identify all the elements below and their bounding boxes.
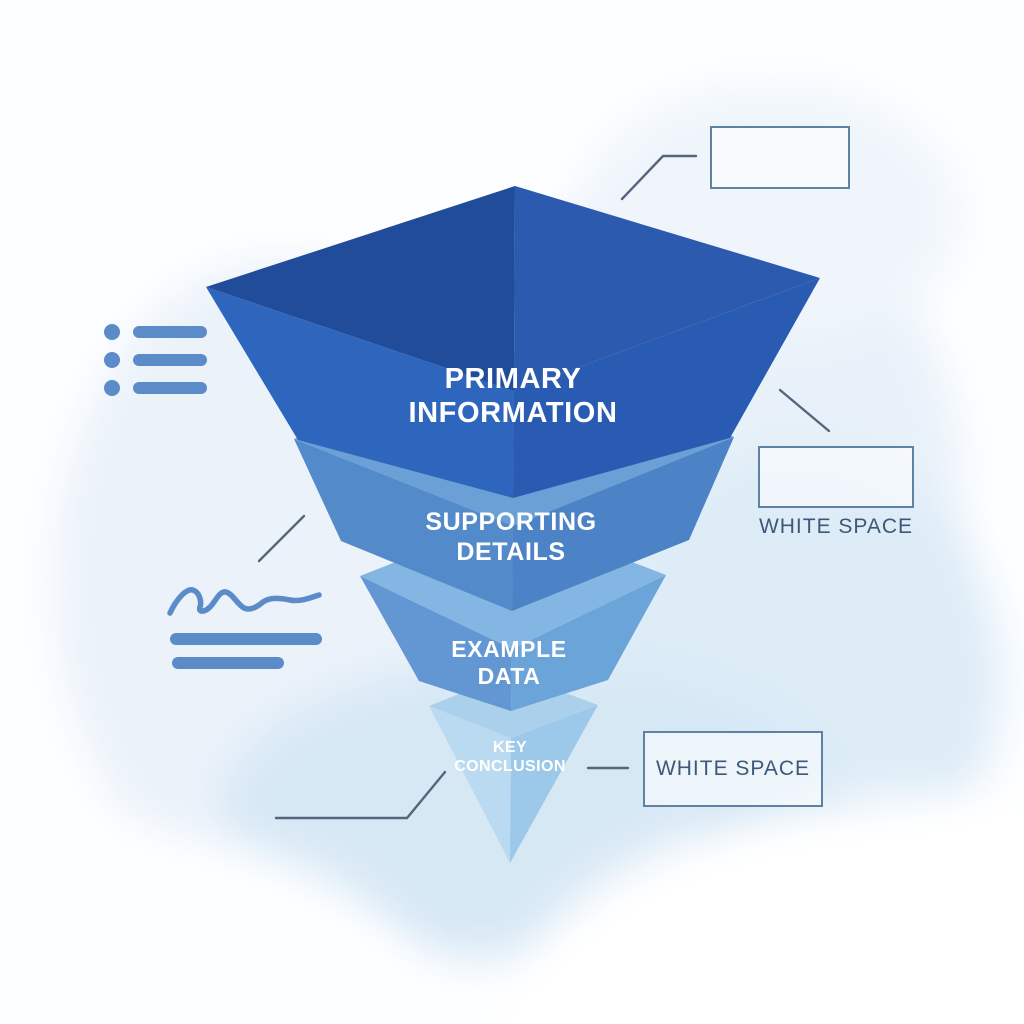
bullet-bar [133,382,207,394]
bullet-list-icon [104,324,207,396]
bullet-dot [104,352,120,368]
text-lines-icon [170,633,322,669]
text-line-bar [172,657,284,669]
layer3-right-face [511,575,666,711]
connector-line-top-box [620,154,698,201]
layer2-right-face [512,437,734,611]
funnel-label-primary-information: PRIMARY INFORMATION [408,363,618,430]
funnel-label-supporting-details: SUPPORTING DETAILS [425,508,597,566]
connector-line-left [257,514,306,563]
funnel-label-example-data: EXAMPLE DATA [451,636,567,690]
scribble-icon [167,587,322,616]
layer4-right-face [510,705,598,863]
white-space-caption-bottom: WHITE SPACE [655,757,811,780]
callout-box-empty-top [710,126,850,189]
layer3-left-face [360,576,512,711]
funnel-layer-primary-information [206,186,820,498]
bullet-bar [133,354,207,366]
layer1-left-face [206,287,514,498]
bullet-bar [133,326,207,338]
connector-line-bottom-left [274,770,447,820]
text-line-bar [170,633,322,645]
connector-lines [257,154,831,820]
callout-box-bottom: WHITE SPACE [643,731,823,807]
connector-line-middle-box [778,388,831,433]
bullet-dot [104,324,120,340]
layer1-right-face [513,278,820,498]
white-space-caption-middle: WHITE SPACE [758,515,914,538]
scribble-stroke [167,587,322,616]
layer1-top-face-left [206,186,515,391]
funnel-label-key-conclusion: KEY CONCLUSION [454,739,566,775]
layer1-top-face-right [514,186,820,391]
background-wave [0,835,430,1024]
callout-box-middle [758,446,914,508]
bullet-dot [104,380,120,396]
layer2-left-face [294,439,513,611]
layer4-left-face [429,706,511,863]
background-wave [505,795,1024,1024]
